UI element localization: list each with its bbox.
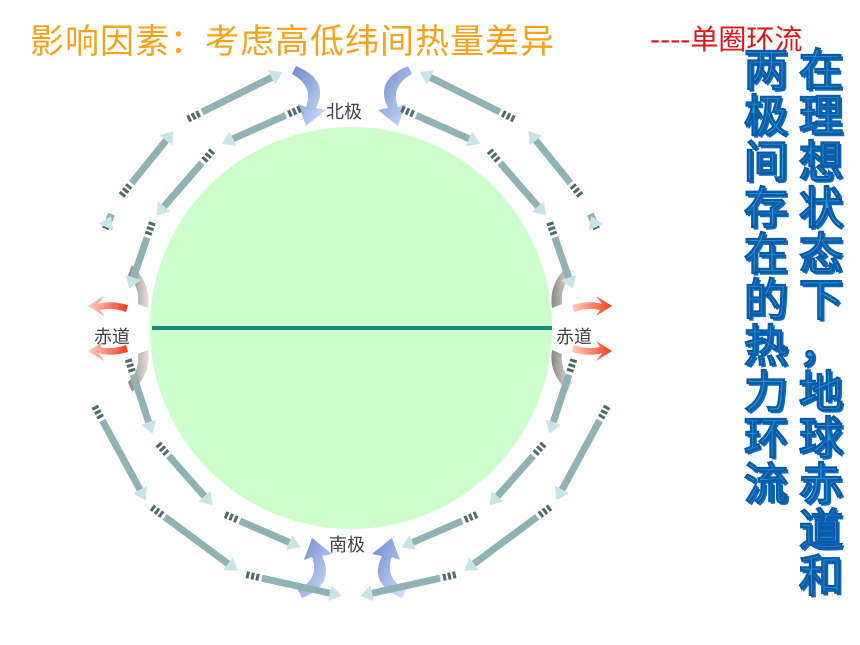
flow-arrow bbox=[400, 105, 481, 147]
vertical-char: 两 bbox=[744, 45, 789, 96]
flow-arrow bbox=[91, 404, 148, 501]
vertical-char: 的 bbox=[744, 275, 789, 326]
flow-arrow bbox=[486, 148, 546, 216]
flow-arrow bbox=[124, 358, 157, 434]
flow-arrow bbox=[221, 105, 302, 147]
south-pole-arrows bbox=[298, 538, 406, 598]
flow-arrow bbox=[587, 212, 604, 231]
vertical-char: 力 bbox=[744, 367, 789, 418]
flow-arrow bbox=[489, 441, 547, 506]
vertical-char: 热 bbox=[744, 321, 789, 372]
equator-label-left: 赤道 bbox=[94, 327, 130, 348]
equator-label-right: 赤道 bbox=[556, 327, 592, 348]
vertical-text-right: 在理想状态下，地球赤道和 bbox=[795, 45, 847, 602]
vertical-char: 想 bbox=[799, 137, 844, 188]
subtitle: ----单圈环流 bbox=[650, 23, 803, 56]
flow-arrow bbox=[223, 511, 301, 550]
vertical-char: ， bbox=[799, 321, 844, 372]
vertical-char: 赤 bbox=[799, 459, 844, 510]
title: 影响因素：考虑高低纬间热量差异 bbox=[30, 22, 555, 62]
vertical-char: 下 bbox=[799, 275, 844, 326]
vertical-char: 道 bbox=[799, 505, 844, 556]
vertical-char: 流 bbox=[744, 459, 789, 510]
flow-arrow bbox=[149, 504, 238, 571]
flow-arrow bbox=[419, 70, 516, 123]
vertical-char: 地 bbox=[799, 367, 844, 418]
north-pole-label: 北极 bbox=[326, 102, 362, 123]
flow-arrow bbox=[360, 571, 457, 602]
flow-arrow bbox=[98, 212, 115, 231]
flow-arrow bbox=[545, 358, 578, 434]
vertical-char: 在 bbox=[744, 229, 789, 280]
vertical-char: 理 bbox=[799, 91, 844, 142]
flow-arrow bbox=[155, 441, 213, 506]
south-pole-label: 南极 bbox=[329, 535, 365, 556]
flow-arrow bbox=[125, 221, 156, 289]
vertical-char: 存 bbox=[744, 183, 789, 234]
flow-arrow bbox=[528, 131, 584, 198]
flow-arrow bbox=[118, 131, 174, 198]
vertical-char: 状 bbox=[799, 183, 844, 234]
circulation-arrows bbox=[91, 70, 611, 602]
flow-arrow bbox=[546, 221, 577, 289]
flow-arrow bbox=[245, 571, 342, 602]
flow-arrow bbox=[464, 504, 553, 571]
vertical-char: 和 bbox=[799, 551, 844, 602]
vertical-text-left: 两极间存在的热力环流 bbox=[740, 45, 792, 510]
north-pole-arrows bbox=[292, 66, 412, 126]
vertical-char: 态 bbox=[799, 229, 844, 280]
vertical-char: 球 bbox=[799, 413, 844, 464]
flow-arrow bbox=[554, 404, 611, 501]
vertical-char: 间 bbox=[744, 137, 789, 188]
flow-arrow bbox=[186, 70, 283, 123]
vertical-char: 极 bbox=[744, 91, 789, 142]
vertical-char: 在 bbox=[799, 45, 844, 96]
flow-arrow bbox=[156, 148, 216, 216]
flow-arrow bbox=[401, 511, 479, 550]
vertical-char: 环 bbox=[744, 413, 789, 464]
